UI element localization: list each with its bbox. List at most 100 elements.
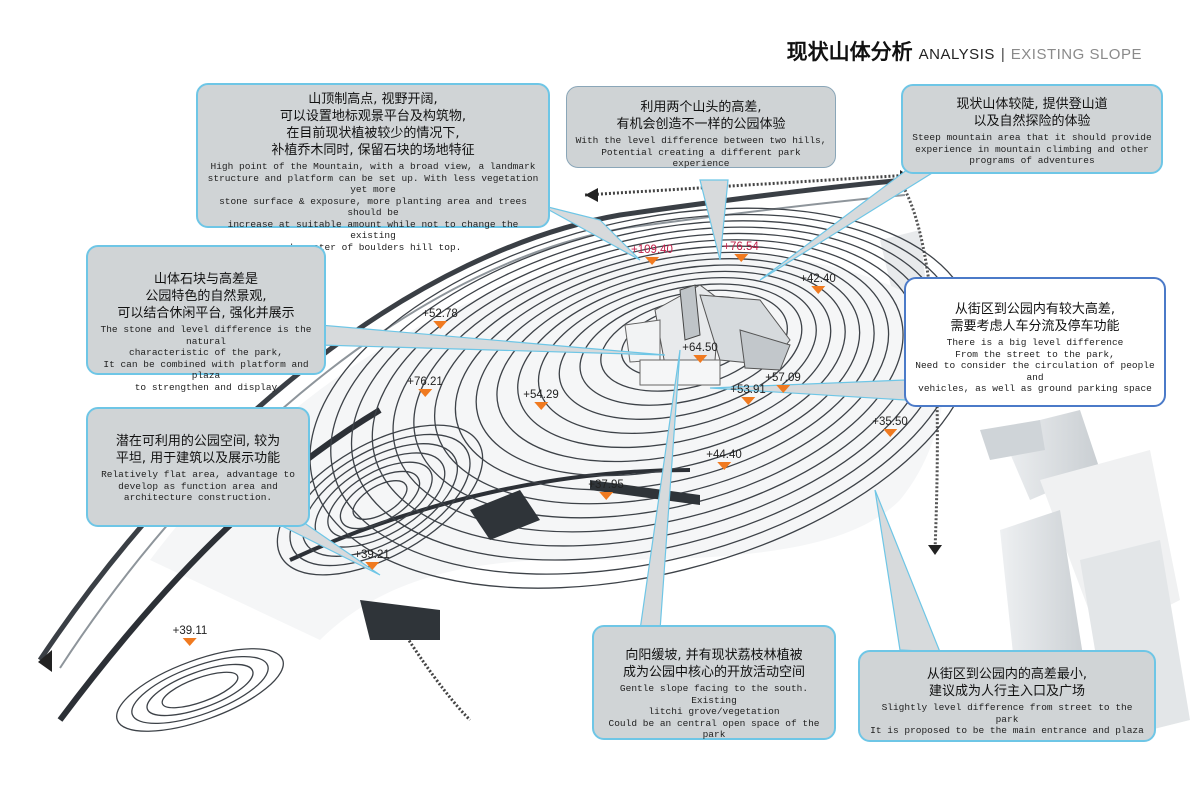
- cn-line: 在目前现状植被较少的情况下,: [286, 126, 460, 141]
- en-line: Slightly level difference from street to…: [881, 702, 1133, 725]
- en-line: Gentle slope facing to the south. Existi…: [619, 683, 809, 706]
- elevation-marker: +35.50: [872, 416, 908, 437]
- elevation-triangle-icon: [644, 257, 659, 265]
- elevation-label: +76.54: [723, 241, 759, 253]
- contour-line: [579, 289, 788, 406]
- en-line: From the street to the park,: [955, 348, 1115, 360]
- elevation-label: +52.78: [422, 308, 458, 320]
- cn-line: 山顶制高点, 视野开阔,: [308, 92, 438, 107]
- elevation-triangle-icon: [365, 562, 379, 570]
- elevation-triangle-icon: [883, 429, 897, 437]
- elevation-marker: +64.50: [682, 342, 718, 363]
- cn-line: 从街区到公园内的高差最小,: [926, 667, 1088, 682]
- callout-en: With the level difference between two hi…: [575, 135, 827, 170]
- callout-cn: 山顶制高点, 视野开阔, 可以设置地标观景平台及构筑物, 在目前现状植被较少的情…: [206, 91, 540, 159]
- callout-street-difference: 从街区到公园内有较大高差, 需要考虑人车分流及停车功能 There is a b…: [904, 277, 1166, 407]
- cn-line: 以及自然探险的体验: [973, 114, 1091, 129]
- callout-cn: 从街区到公园内的高差最小, 建议成为人行主入口及广场: [868, 666, 1146, 700]
- en-line: Relatively flat area, advantage to: [101, 469, 295, 480]
- title-separator: |: [1000, 46, 1005, 63]
- elevation-marker: +76.54: [723, 241, 759, 262]
- title-en: ANALYSIS: [918, 46, 995, 63]
- en-line: High point of the Mountain, with a broad…: [210, 161, 536, 172]
- elevation-label: +109.40: [631, 244, 673, 256]
- contour-line: [517, 270, 832, 449]
- en-line: increase at suitable amount while not to…: [227, 218, 519, 242]
- en-line: Steep mountain area that it should provi…: [912, 132, 1152, 143]
- en-line: programs of adventures: [969, 155, 1095, 166]
- en-line: stone surface & exposure, more planting …: [219, 195, 527, 219]
- contour-line: [276, 424, 484, 576]
- elevation-triangle-icon: [717, 462, 731, 470]
- cn-line: 可以结合休闲平台, 强化并展示: [117, 306, 295, 321]
- en-line: develop as function area and: [118, 480, 278, 492]
- contour-line: [454, 251, 875, 491]
- contour-line: [433, 245, 890, 505]
- en-line: litchi grove/vegetation: [648, 706, 780, 717]
- elevation-marker: +52.78: [422, 308, 458, 329]
- callout-en: Relatively flat area, advantage to devel…: [96, 469, 300, 504]
- en-line: experience in mountain climbing and othe…: [915, 143, 1149, 155]
- callout-two-hills: 利用两个山头的高差, 有机会创造不一样的公园体验 With the level …: [566, 86, 836, 170]
- en-line: structure and platform can be set up. Wi…: [207, 172, 539, 196]
- elevation-triangle-icon: [734, 254, 748, 262]
- elevation-marker: +39.21: [354, 549, 390, 570]
- callout-cn: 从街区到公园内有较大高差, 需要考虑人车分流及停车功能: [914, 301, 1156, 335]
- callout-summit: 山顶制高点, 视野开阔, 可以设置地标观景平台及构筑物, 在目前现状植被较少的情…: [196, 83, 550, 253]
- elevation-triangle-icon: [433, 321, 447, 329]
- cn-line: 建议成为人行主入口及广场: [928, 684, 1085, 699]
- elevation-marker: +42.40: [800, 273, 836, 294]
- contour-line: [161, 671, 239, 709]
- contour-line: [352, 480, 408, 520]
- elevation-triangle-icon: [599, 492, 613, 500]
- callout-main-entrance: 从街区到公园内的高差最小, 建议成为人行主入口及广场 Slightly leve…: [858, 650, 1156, 742]
- elevation-label: +39.11: [172, 625, 208, 637]
- en-line: Could be an central open space of the pa…: [608, 717, 820, 741]
- contour-line: [558, 283, 803, 420]
- elevation-marker: +76.21: [407, 376, 443, 397]
- elevation-marker: +54.29: [523, 389, 559, 410]
- callout-steep: 现状山体较陡, 提供登山道 以及自然探险的体验 Steep mountain a…: [901, 84, 1163, 174]
- callout-pointers: [269, 159, 947, 653]
- rock-formations: [360, 284, 791, 640]
- cn-line: 利用两个山头的高差,: [640, 100, 762, 115]
- cn-line: 潜在可利用的公园空间, 较为: [115, 434, 281, 449]
- callout-cn: 现状山体较陡, 提供登山道 以及自然探险的体验: [911, 96, 1153, 130]
- callout-en: Slightly level difference from street to…: [868, 702, 1146, 737]
- cn-line: 有机会创造不一样的公园体验: [616, 117, 786, 132]
- elevation-marker: +53.91: [730, 384, 766, 405]
- cn-line: 平坦, 用于建筑以及展示功能: [115, 451, 281, 466]
- callout-en: Steep mountain area that it should provi…: [911, 132, 1153, 167]
- callout-en: The stone and level difference is the na…: [96, 324, 316, 393]
- en-line: Need to consider the circulation of peop…: [915, 360, 1155, 383]
- elevation-triangle-icon: [693, 355, 707, 363]
- callout-stone: 山体石块与高差是 公园特色的自然景观, 可以结合休闲平台, 强化并展示 The …: [86, 245, 326, 393]
- cn-line: 现状山体较陡, 提供登山道: [956, 97, 1108, 112]
- en-line: There is a big level difference: [946, 337, 1124, 348]
- elevation-label: +76.21: [407, 376, 443, 388]
- elevation-label: +54.29: [523, 389, 559, 401]
- cn-line: 山体石块与高差是: [153, 272, 258, 287]
- page-title: 现状山体分析 ANALYSIS | EXISTING SLOPE: [787, 36, 1142, 66]
- contour-line: [339, 470, 421, 530]
- contour-line: [116, 648, 284, 732]
- contour-line: [327, 461, 433, 539]
- callout-flat-area: 潜在可利用的公园空间, 较为 平坦, 用于建筑以及展示功能 Relatively…: [86, 407, 310, 527]
- elevation-triangle-icon: [811, 286, 825, 294]
- en-line: Potential creating a different park expe…: [601, 146, 801, 170]
- contour-line: [146, 663, 254, 717]
- cn-line: 可以设置地标观景平台及构筑物,: [279, 109, 467, 124]
- callout-south-slope: 向阳缓坡, 并有现状荔枝林植被 成为公园中核心的开放活动空间 Gentle sl…: [592, 625, 836, 740]
- contour-line: [301, 443, 459, 557]
- callout-en: High point of the Mountain, with a broad…: [206, 161, 540, 253]
- cn-line: 公园特色的自然景观,: [145, 289, 267, 304]
- cn-line: 从街区到公园内有较大高差,: [954, 302, 1116, 317]
- en-line: vehicles, as well as ground parking spac…: [918, 383, 1152, 394]
- en-line: It can be combined with platform and pla…: [103, 358, 309, 382]
- elevation-marker: +57.09: [765, 372, 801, 393]
- callout-cn: 潜在可利用的公园空间, 较为 平坦, 用于建筑以及展示功能: [96, 433, 300, 467]
- elevation-marker: +37.95: [588, 479, 624, 500]
- elevation-marker: +39.11: [172, 625, 208, 646]
